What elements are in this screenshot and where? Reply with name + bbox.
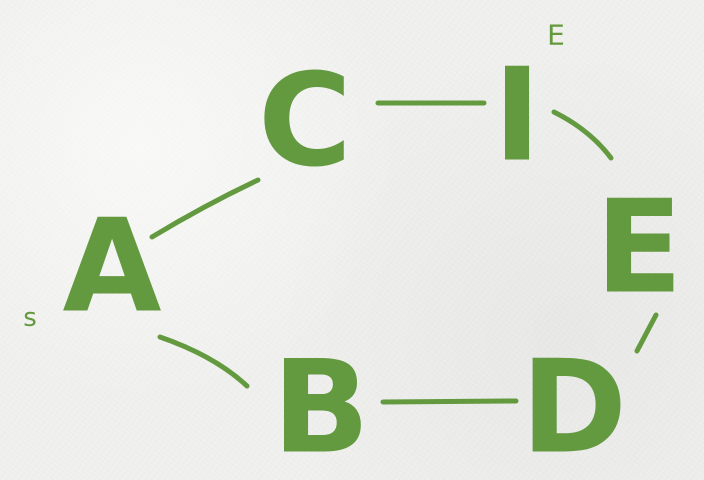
node-c: C	[258, 47, 352, 196]
edge-a-c	[149, 177, 261, 240]
node-d: D	[521, 334, 627, 480]
end-marker: E	[547, 19, 565, 52]
node-e: E	[595, 174, 682, 323]
edge-e-d	[634, 312, 659, 354]
start-marker: s	[23, 303, 37, 333]
node-a: A	[62, 193, 161, 342]
node-b: B	[272, 334, 370, 480]
node-i: I	[493, 42, 541, 191]
edge-b-d	[380, 398, 519, 405]
edge-a-b	[157, 334, 250, 389]
edge-i-e	[551, 109, 614, 161]
